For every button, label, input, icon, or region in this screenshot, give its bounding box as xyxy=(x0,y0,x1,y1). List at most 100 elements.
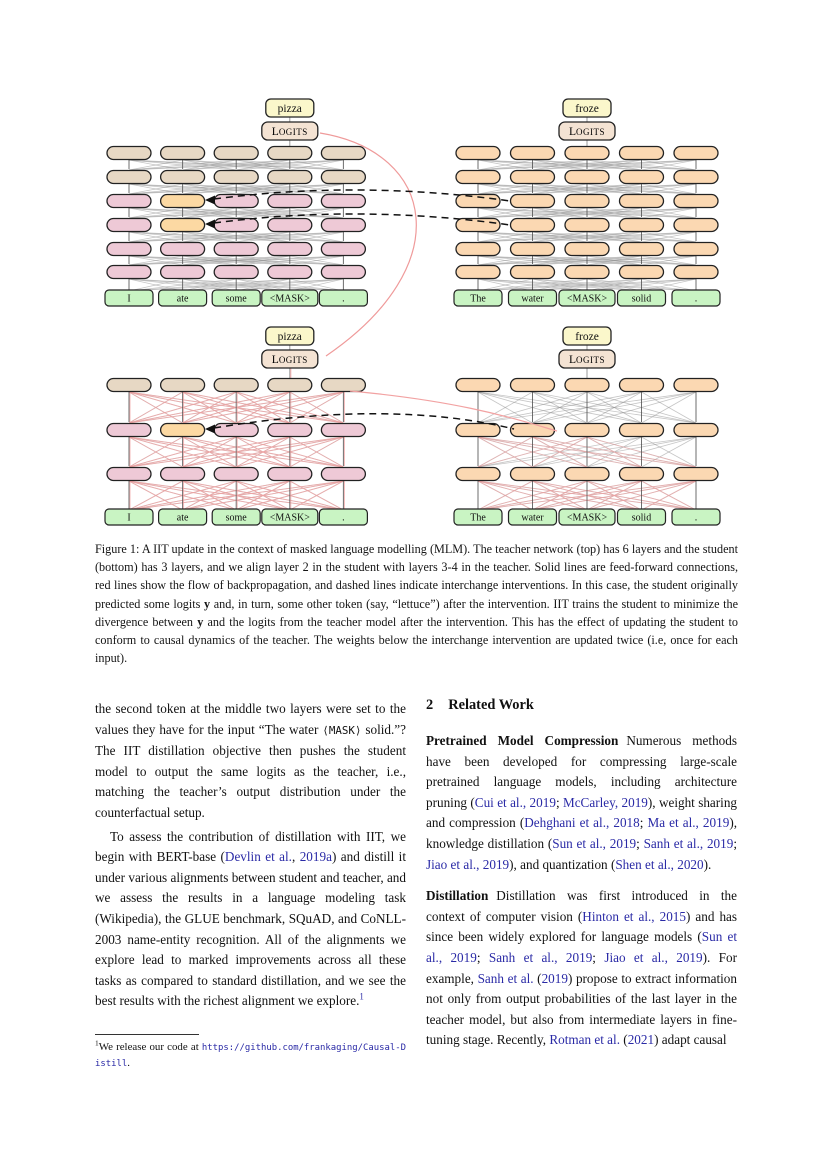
logits-label: LOGITS xyxy=(272,354,308,366)
layer-node xyxy=(455,241,501,257)
text-run: ( xyxy=(620,1032,628,1048)
citation-link[interactable]: Sanh et al., 2019 xyxy=(488,949,593,965)
token-box xyxy=(211,289,261,307)
citation-link[interactable]: Jiao et al., 2019 xyxy=(426,856,510,872)
token-box xyxy=(558,508,616,526)
citation-link[interactable]: Sun et al., 2019 xyxy=(552,835,637,851)
citation-link[interactable]: Sanh et al., 2019 xyxy=(643,835,734,851)
citation-link[interactable]: Dehghani et al., 2018 xyxy=(524,815,640,831)
text-run: ). xyxy=(703,856,712,872)
layer-node xyxy=(673,241,719,257)
layer-node xyxy=(267,377,313,393)
layer-node xyxy=(509,422,556,438)
token-box xyxy=(507,289,558,307)
citation-link[interactable]: 2019a xyxy=(299,849,332,865)
text-run: Distillation xyxy=(426,888,489,904)
layer-node xyxy=(320,241,367,257)
layer-node xyxy=(159,466,206,482)
citation-link[interactable]: Hinton et al., 2015 xyxy=(582,908,686,924)
left-column: the second token at the middle two layer… xyxy=(95,699,406,1012)
layer-node xyxy=(267,145,313,161)
token-box xyxy=(558,289,616,307)
layer-node xyxy=(213,377,259,393)
layer-node xyxy=(267,217,313,233)
token-label: ate xyxy=(177,513,189,524)
layer-node xyxy=(564,145,610,161)
citation-link[interactable]: 2019 xyxy=(541,970,568,986)
prediction-box xyxy=(265,98,315,118)
layer-node xyxy=(618,217,665,233)
layer-node xyxy=(673,264,719,280)
logits-label: LOGITS xyxy=(569,126,605,138)
layer-node xyxy=(267,264,313,280)
text-run: ; xyxy=(555,794,563,810)
token-label: . xyxy=(695,294,698,305)
citation-link[interactable]: Ma et al., 2019 xyxy=(647,815,730,831)
logits-box xyxy=(261,121,319,141)
layer-node xyxy=(564,241,610,257)
citation-link[interactable]: Cui et al., 2019 xyxy=(474,794,556,810)
layer-node xyxy=(106,377,152,393)
citation-link[interactable]: Sun et al., 2019 xyxy=(426,929,738,965)
layer-node xyxy=(320,193,367,209)
text-run: Pretrained Model Compression xyxy=(426,733,619,748)
logits-label: LOGITS xyxy=(569,354,605,366)
text-run: We release our code at xyxy=(98,1041,202,1053)
token-box xyxy=(318,508,368,526)
layer-node xyxy=(267,241,313,257)
layer-node xyxy=(673,193,719,209)
token-label: . xyxy=(342,513,345,524)
citation-link[interactable]: Sanh et al. xyxy=(477,970,534,986)
text-run: To assess the contribution of distillati… xyxy=(95,828,406,865)
prediction-label: pizza xyxy=(278,331,302,343)
layer-node xyxy=(455,145,501,161)
text-run: ). For example, xyxy=(426,949,737,986)
token-box xyxy=(104,289,154,307)
layer-node xyxy=(106,193,152,209)
layer-node xyxy=(320,422,367,438)
layer-node xyxy=(267,193,313,209)
layer-node xyxy=(564,193,610,209)
token-box xyxy=(211,508,261,526)
code-url-link[interactable]: https://github.com/frankaging/Causal-Dis… xyxy=(95,1043,406,1069)
layer-node xyxy=(159,422,206,438)
citation-link[interactable]: Rotman et al. xyxy=(549,1032,620,1048)
logits-label: LOGITS xyxy=(272,126,308,138)
text-run: Distillation was first introduced in the… xyxy=(426,888,737,924)
layer-node xyxy=(618,422,665,438)
layer-node xyxy=(618,145,665,161)
layer-node xyxy=(564,377,610,393)
citation-link[interactable]: Jiao et al., 2019 xyxy=(604,949,703,965)
footnote: 1We release our code at https://github.c… xyxy=(95,1034,406,1071)
layer-node xyxy=(159,264,206,280)
footnote-marker[interactable]: 1 xyxy=(359,991,364,1002)
token-label: <MASK> xyxy=(270,294,311,305)
text-run: solid.”? The IIT distillation objective … xyxy=(95,721,406,820)
token-label: The xyxy=(470,294,486,305)
token-box xyxy=(453,289,503,307)
layer-node xyxy=(320,217,367,233)
layer-node xyxy=(213,217,259,233)
layer-node xyxy=(618,466,665,482)
layer-node xyxy=(159,169,206,185)
token-label: . xyxy=(695,513,698,524)
backprop-arc xyxy=(319,132,417,357)
citation-link[interactable]: Devlin et al. xyxy=(224,849,292,865)
text-run: ) and distill it under various alignment… xyxy=(95,849,406,1009)
layer-node xyxy=(455,217,501,233)
citation-link[interactable]: McCarley, 2019 xyxy=(562,794,648,810)
figure-annotations xyxy=(205,132,558,434)
layer-node xyxy=(455,377,501,393)
footnote-rule xyxy=(95,1034,199,1035)
token-box xyxy=(158,508,208,526)
text-run: y xyxy=(204,596,211,611)
token-box xyxy=(616,508,667,526)
layer-node xyxy=(213,145,259,161)
citation-link[interactable]: Shen et al., 2020 xyxy=(615,856,704,872)
citation-link[interactable]: 2021 xyxy=(627,1032,655,1048)
text-run: ( xyxy=(533,970,542,986)
